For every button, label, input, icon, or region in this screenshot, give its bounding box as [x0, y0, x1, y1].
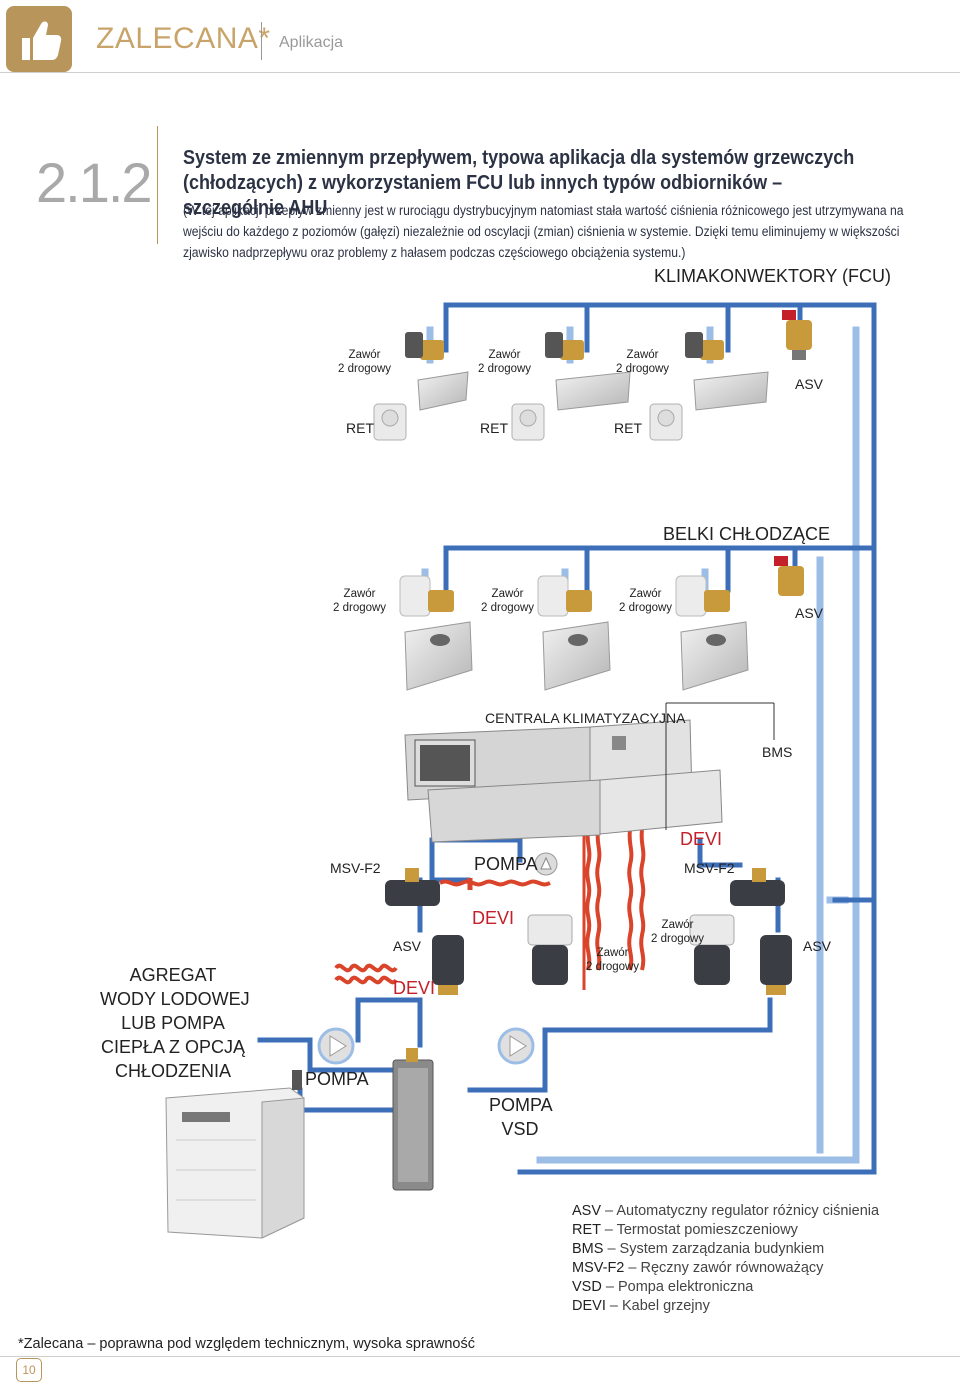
legend-item: RET – Termostat pomieszczeniowy — [572, 1222, 798, 1238]
footnote: *Zalecana – poprawna pod względem techni… — [18, 1336, 475, 1352]
section-title: System ze zmiennym przepływem, typowa ap… — [183, 147, 855, 219]
ahu-title: CENTRALA KLIMATYZACYJNA — [485, 710, 686, 726]
beams-level — [399, 556, 804, 691]
beam-unit-3 — [675, 575, 749, 691]
fcu-valve-label-2: Zawór 2 drogowy — [478, 349, 532, 375]
hydraulic-separator — [392, 1048, 434, 1191]
beam-unit-2 — [537, 575, 611, 691]
heating-cables — [334, 829, 646, 990]
beam-valve-label-1: Zawór 2 drogowy — [333, 588, 387, 614]
chiller-unit — [165, 1070, 305, 1239]
thumbs-up-icon — [22, 21, 62, 60]
section-rule — [157, 126, 158, 244]
ahu-pump-label: POMPA — [474, 854, 538, 874]
devi-label-mid: DEVI — [472, 908, 515, 928]
brand-logo — [6, 6, 72, 72]
fcu-asv-label: ASV — [795, 376, 824, 392]
pumps — [317, 1027, 535, 1065]
ret-label-1: RET — [346, 420, 374, 436]
fcu-unit-3 — [649, 332, 769, 441]
beam-valve-label-3: Zawór 2 drogowy — [619, 588, 673, 614]
header-rule — [0, 72, 960, 73]
footer-rule — [0, 1356, 960, 1357]
ahu-unit — [404, 702, 775, 843]
msv-label-right: MSV-F2 — [684, 860, 735, 876]
section-number: 2.1.2 — [36, 151, 153, 214]
bms-label: BMS — [762, 744, 793, 760]
legend-item: MSV-F2 – Ręczny zawór równoważący — [572, 1260, 824, 1276]
ret-label-3: RET — [614, 420, 642, 436]
devi-label-top: DEVI — [680, 829, 723, 849]
plant-pump-label: POMPA — [305, 1069, 369, 1089]
vsd-pump-label: POMPA VSD — [489, 1095, 553, 1139]
header-separator — [261, 22, 262, 60]
fcu-title: KLIMAKONWEKTORY (FCU) — [654, 266, 892, 286]
devi-label-left: DEVI — [393, 978, 436, 998]
header-subtitle: Aplikacja — [279, 34, 344, 51]
fcu-valve-label-1: Zawór 2 drogowy — [338, 349, 392, 375]
ahu-valve-label-b: Zawór 2 drogowy — [586, 947, 640, 973]
pump-vsd-icon — [497, 1027, 535, 1065]
beam-valve-label-2: Zawór 2 drogowy — [481, 588, 535, 614]
legend-item: ASV – Automatyczny regulator różnicy ciś… — [572, 1203, 880, 1219]
ahu-valve-label-a: Zawór 2 drogowy — [651, 919, 705, 945]
beams-asv-label: ASV — [795, 605, 824, 621]
asv-valve-beams — [774, 556, 804, 596]
ret-label-2: RET — [480, 420, 508, 436]
beam-unit-1 — [399, 575, 473, 691]
asv-valve-fcu — [782, 310, 812, 360]
chiller-label: AGREGAT WODY LODOWEJ LUB POMPA CIEPŁA Z … — [100, 965, 250, 1081]
legend-item: VSD – Pompa elektroniczna — [572, 1279, 754, 1295]
page-number: 10 — [16, 1358, 42, 1382]
msv-label-left: MSV-F2 — [330, 860, 381, 876]
legend-item: DEVI – Kabel grzejny — [572, 1298, 710, 1314]
ahu-asv-right: ASV — [803, 938, 832, 954]
pump-primary-icon — [317, 1027, 355, 1065]
fcu-unit-2 — [511, 332, 631, 441]
fcu-unit-1 — [373, 332, 469, 441]
legend-item: BMS – System zarządzania budynkiem — [572, 1241, 825, 1257]
fcu-level — [373, 310, 812, 441]
ahu-valves — [385, 852, 792, 995]
legend: ASV – Automatyczny regulator różnicy ciś… — [572, 1202, 879, 1316]
section-description: (W tej aplikacji przepływ zmienny jest w… — [183, 203, 904, 260]
brand-title: ZALECANA* — [96, 22, 271, 55]
fcu-valve-label-3: Zawór 2 drogowy — [616, 349, 670, 375]
beams-title: BELKI CHŁODZĄCE — [663, 524, 831, 544]
ahu-asv-left: ASV — [393, 938, 422, 954]
